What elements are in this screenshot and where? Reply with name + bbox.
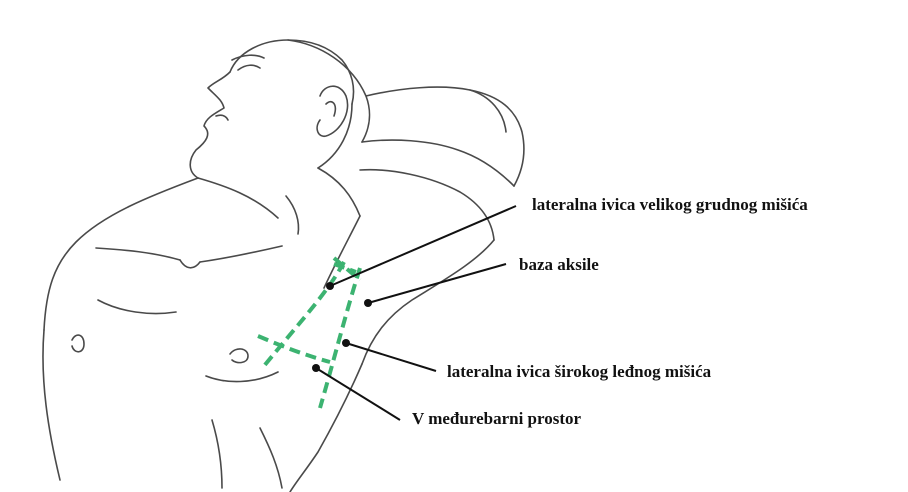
leader-latissimus bbox=[346, 343, 436, 371]
brow bbox=[232, 55, 264, 60]
label-axilla-base: baza aksile bbox=[519, 256, 599, 273]
label-latissimus-edge: lateralna ivica širokog leđnog mišića bbox=[447, 363, 711, 380]
axilla-base-marking bbox=[334, 264, 356, 272]
label-pectoralis-edge: lateralna ivica velikog grudnog mišića bbox=[532, 196, 808, 213]
mouth bbox=[216, 115, 228, 120]
face-profile bbox=[190, 72, 230, 178]
axilla-fold bbox=[324, 216, 360, 288]
hair bbox=[288, 40, 369, 142]
lateral-chest-wall bbox=[362, 240, 494, 364]
label-fifth-intercostal: V međurebarni prostor bbox=[412, 410, 581, 427]
neck-line bbox=[198, 178, 278, 218]
rib-shading-1 bbox=[260, 428, 282, 488]
dot-intercostal bbox=[312, 364, 320, 372]
upper-arm-bottom bbox=[362, 140, 514, 186]
sternal-notch bbox=[180, 260, 200, 268]
pectoral-curve bbox=[206, 372, 278, 382]
ear bbox=[317, 86, 347, 136]
latissimus-edge-marking bbox=[320, 268, 360, 408]
clavicle bbox=[96, 248, 180, 260]
clavicle-near bbox=[200, 246, 282, 262]
dot-latissimus bbox=[342, 339, 350, 347]
pectoral-edge-marking bbox=[264, 262, 344, 366]
arm-underside bbox=[360, 170, 494, 240]
leader-lines bbox=[316, 206, 516, 420]
shoulder-line bbox=[318, 168, 360, 216]
chest-fold bbox=[98, 300, 176, 314]
eye bbox=[238, 65, 260, 70]
rib-shading-2 bbox=[212, 420, 222, 488]
far-nipple bbox=[72, 335, 84, 352]
leader-axilla-base bbox=[368, 264, 506, 303]
far-shoulder bbox=[44, 178, 198, 330]
dot-axilla-base bbox=[364, 299, 372, 307]
leader-intercostal bbox=[316, 368, 400, 420]
torso-left-edge bbox=[43, 330, 60, 480]
near-nipple bbox=[230, 349, 248, 363]
elbow bbox=[470, 90, 506, 132]
ear-inner bbox=[326, 102, 335, 116]
dot-pectoralis bbox=[326, 282, 334, 290]
face-outline bbox=[230, 40, 354, 104]
neck-fold bbox=[286, 196, 299, 234]
